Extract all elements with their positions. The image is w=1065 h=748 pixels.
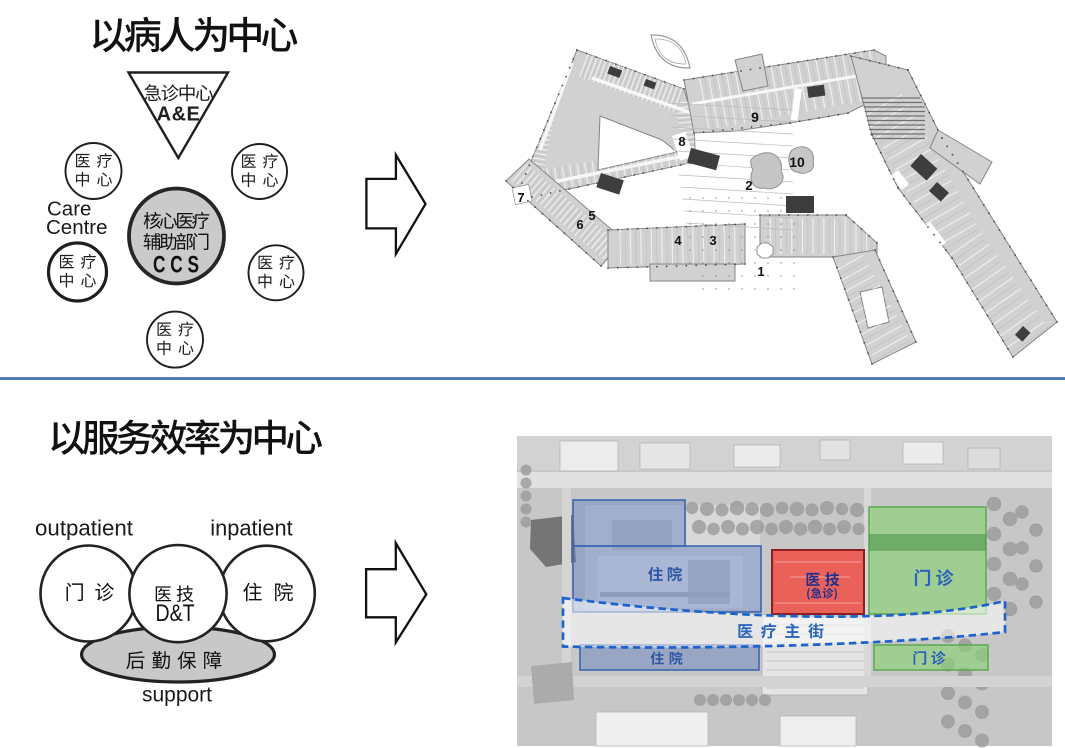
svg-text:A&E: A&E: [157, 104, 201, 126]
svg-text:Centre: Centre: [46, 216, 108, 239]
svg-text:4: 4: [674, 233, 682, 248]
svg-text:6: 6: [576, 217, 583, 232]
svg-text:inpatient: inpatient: [210, 516, 292, 541]
svg-text:D&T: D&T: [156, 600, 195, 627]
svg-text:support: support: [142, 684, 212, 707]
svg-text:5: 5: [588, 208, 595, 223]
svg-text:8: 8: [678, 134, 685, 149]
svg-text:1: 1: [757, 264, 764, 279]
svg-text:10: 10: [789, 154, 805, 170]
svg-text:outpatient: outpatient: [35, 516, 134, 541]
svg-text:2: 2: [745, 178, 752, 193]
svg-text:7: 7: [517, 190, 524, 205]
svg-text:3: 3: [709, 233, 716, 248]
svg-text:9: 9: [751, 109, 759, 125]
svg-text:C C S: C C S: [153, 252, 199, 279]
svg-text:Care: Care: [47, 198, 91, 221]
